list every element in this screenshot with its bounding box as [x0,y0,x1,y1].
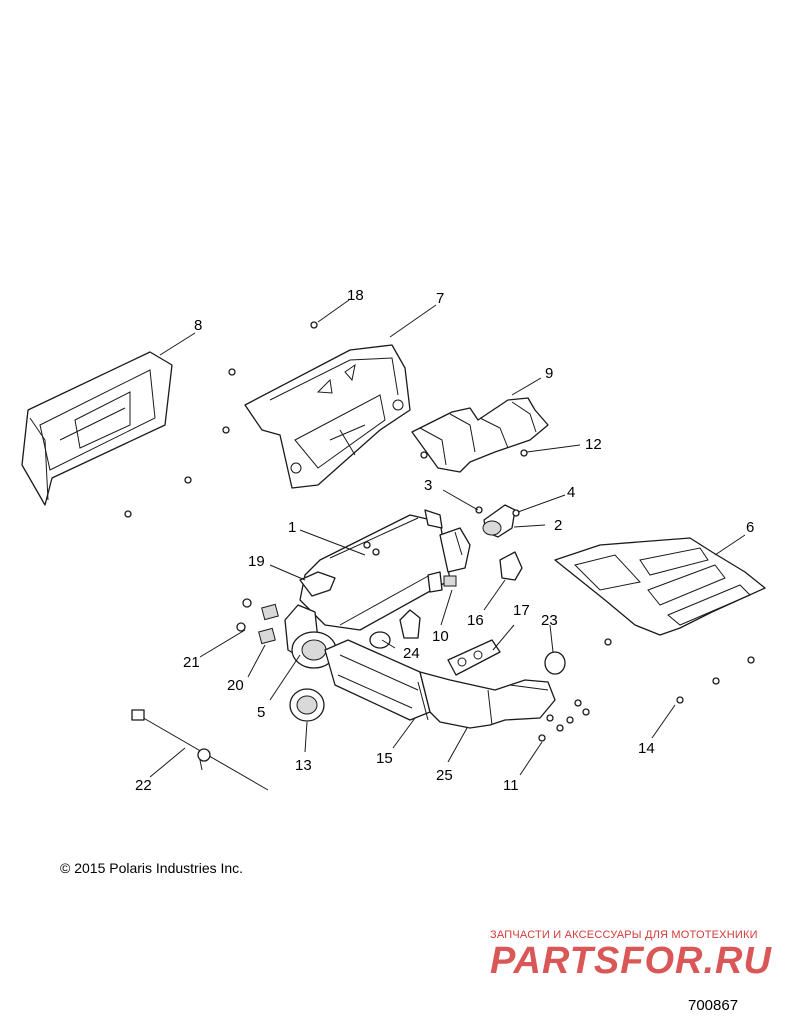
callout-19: 19 [248,553,265,570]
callout-22: 22 [135,777,152,794]
watermark-tagline: ЗАПЧАСТИ И АКСЕССУАРЫ ДЛЯ МОТОТЕХНИКИ [490,929,758,941]
rubber-mount-right [499,551,523,581]
callout-14: 14 [638,740,655,757]
muffler-bracket [299,571,336,597]
callout-11: 11 [503,777,519,794]
callout-12: 12 [585,436,602,453]
round-clamp [544,651,566,675]
muffler-spring [443,575,457,587]
callout-25: 25 [436,767,453,784]
callout-6: 6 [746,519,754,536]
callout-17: 17 [513,602,530,619]
callout-16: 16 [467,612,484,629]
callout-13: 13 [295,757,312,774]
callout-labels: 1 2 3 4 5 6 7 8 9 10 11 12 13 14 15 16 1… [135,287,754,794]
heat-shield-left [21,351,173,506]
clamp-ring [369,631,391,649]
callout-1: 1 [288,519,296,536]
callout-21: 21 [183,654,200,671]
copyright-text: © 2015 Polaris Industries Inc. [60,860,244,876]
callout-8: 8 [194,317,202,334]
heat-shield-lower-right [554,537,766,636]
callout-4: 4 [567,484,575,501]
leader-lines [149,299,746,778]
gasket [447,639,501,676]
end-cap [482,504,516,538]
callout-10: 10 [432,628,449,645]
callout-7: 7 [436,290,444,307]
figure-number: 700867 [688,997,739,1014]
spring-bolts [236,598,279,645]
sensor-strap [131,709,269,791]
fasteners [124,321,755,742]
watermark-logo: PARTSFOR.RU [490,940,772,982]
callout-15: 15 [376,750,393,767]
head-pipe [417,671,556,729]
callout-5: 5 [257,704,265,721]
heat-shield-upper [244,344,411,489]
callout-18: 18 [347,287,364,304]
callout-3: 3 [424,477,432,494]
exhaust-elbow [284,604,337,669]
rubber-mount-left [399,609,421,639]
muffler [299,509,471,631]
callout-9: 9 [545,365,553,382]
callout-23: 23 [541,612,558,629]
callout-24: 24 [403,645,420,662]
callout-20: 20 [227,677,244,694]
grommet [289,688,325,722]
heat-shield-corrugated [411,397,549,473]
callout-2: 2 [554,517,562,534]
